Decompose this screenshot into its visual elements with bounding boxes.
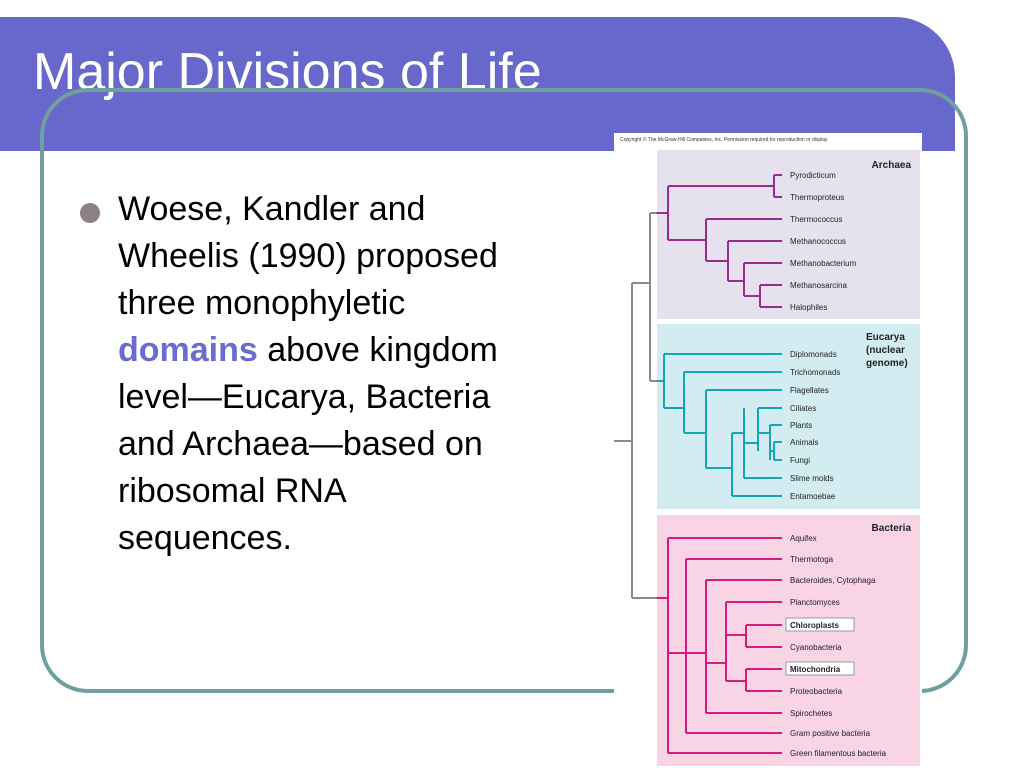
taxon-label: Methanococcus: [790, 237, 846, 246]
bacteria-branches: [657, 537, 782, 754]
bullet-text-start: Woese, Kandler and Wheelis (1990) propos…: [118, 190, 498, 322]
taxon-label: Spirochetes: [790, 709, 832, 718]
taxon-label: Thermococcus: [790, 215, 842, 224]
taxon-label: Ciliates: [790, 404, 816, 413]
archaea-title: Archaea: [872, 160, 912, 171]
phylogenetic-tree-figure: Copyright © The McGraw-Hill Companies, I…: [614, 133, 922, 768]
taxon-label: Gram positive bacteria: [790, 729, 871, 738]
taxon-label: Cyanobacteria: [790, 643, 842, 652]
eucarya-title: Eucarya: [866, 332, 905, 343]
phylogenetic-tree: Copyright © The McGraw-Hill Companies, I…: [614, 136, 920, 766]
taxon-label: Plants: [790, 421, 812, 430]
taxon-label: Proteobacteria: [790, 687, 843, 696]
taxon-label: Animals: [790, 438, 818, 447]
taxon-label: Flagellates: [790, 386, 829, 395]
eucarya-title-nuclear: (nuclear: [866, 345, 905, 356]
archaea-panel: [657, 150, 920, 319]
taxon-label: Trichomonads: [790, 368, 840, 377]
taxon-label: Green filamentous bacteria: [790, 749, 887, 758]
taxon-label: Mitochondria: [790, 665, 841, 674]
taxon-label: Entamoebae: [790, 492, 836, 501]
title-bar: [0, 17, 955, 137]
copyright-notice: Copyright © The McGraw-Hill Companies, I…: [620, 136, 828, 143]
bullet-point-icon: [80, 203, 100, 223]
eucarya-branches: [657, 353, 782, 497]
content-frame: [40, 88, 968, 693]
taxon-label: Slime molds: [790, 474, 834, 483]
taxon-label: Methanobacterium: [790, 259, 857, 268]
archaea-branches: [657, 174, 782, 308]
taxon-highlight-box: [785, 617, 855, 632]
taxon-highlight-box: [785, 661, 855, 676]
taxa-labels: PyrodicticumThermoproteusThermococcusMet…: [785, 171, 887, 758]
taxon-label: Thermoproteus: [790, 193, 844, 202]
taxon-label: Methanosarcina: [790, 281, 847, 290]
taxon-label: Aquifex: [790, 534, 817, 543]
taxon-label: Chloroplasts: [790, 621, 839, 630]
tree-root: [614, 212, 657, 599]
taxon-label: Planctomyces: [790, 598, 840, 607]
taxon-label: Thermotoga: [790, 555, 834, 564]
taxon-label: Fungi: [790, 456, 810, 465]
bullet-text: Woese, Kandler and Wheelis (1990) propos…: [118, 186, 518, 562]
taxon-label: Bacteroides, Cytophaga: [790, 576, 876, 585]
bacteria-title: Bacteria: [872, 523, 912, 534]
eucarya-title-genome: genome): [866, 358, 908, 369]
taxon-label: Pyrodicticum: [790, 171, 836, 180]
taxon-label: Diplomonads: [790, 350, 837, 359]
domains-highlight: domains: [118, 331, 258, 369]
bacteria-panel: [657, 515, 920, 766]
bullet-text-end: above kingdom level—Eucarya, Bacteria an…: [118, 331, 498, 557]
taxon-label: Halophiles: [790, 303, 827, 312]
